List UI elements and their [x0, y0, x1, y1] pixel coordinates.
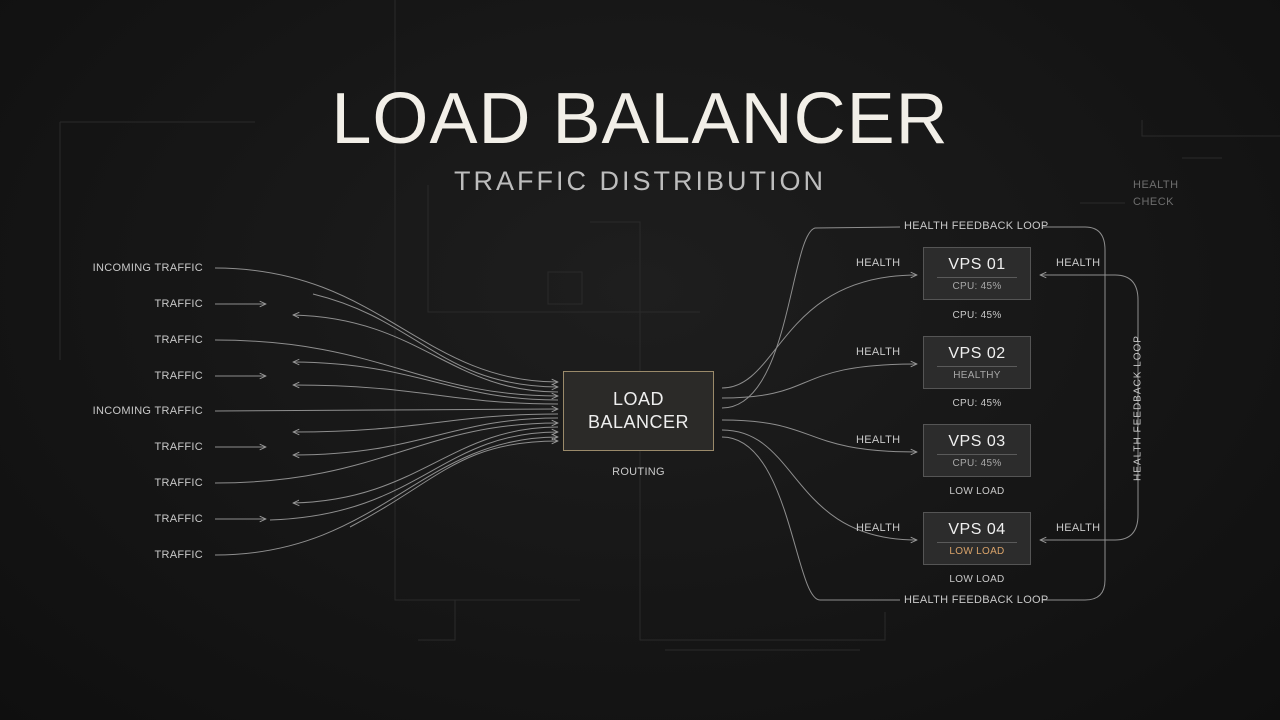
server-caption: LOW LOAD: [949, 486, 1005, 497]
server-status: CPU: 45%: [952, 458, 1002, 469]
health-label: HEALTH: [856, 434, 901, 446]
server-caption: CPU: 45%: [952, 398, 1002, 409]
health-label: HEALTH: [856, 522, 901, 534]
source-label: INCOMING TRAFFIC: [92, 262, 203, 274]
page-subtitle: TRAFFIC DISTRIBUTION: [454, 166, 826, 196]
source-label: TRAFFIC: [154, 477, 203, 489]
load-balancer-node[interactable]: LOAD BALANCER: [563, 371, 714, 451]
server-node-vps-02[interactable]: VPS 02 HEALTHY: [923, 336, 1031, 389]
server-name: VPS 03: [948, 433, 1006, 450]
health-check-line2: CHECK: [1133, 196, 1175, 208]
routing-caption: ROUTING: [612, 466, 665, 478]
source-label: TRAFFIC: [154, 549, 203, 561]
source-label: INCOMING TRAFFIC: [92, 405, 203, 417]
health-label: HEALTH: [856, 257, 901, 269]
divider: [937, 454, 1017, 455]
traffic-lines: [214, 267, 558, 556]
balancer-label-line2: BALANCER: [587, 412, 690, 432]
routing-lines: [721, 226, 917, 601]
feedback-loop-label-vertical: HEALTH FEEDBACK LOOP: [1132, 335, 1144, 481]
server-status: CPU: 45%: [952, 281, 1002, 292]
server-caption: CPU: 45%: [952, 310, 1002, 321]
server-node-vps-04[interactable]: VPS 04 LOW LOAD: [923, 512, 1031, 565]
health-check-line1: HEALTH: [1133, 179, 1179, 191]
background-grid: [59, 0, 1280, 651]
page-title: LOAD BALANCER: [331, 79, 949, 159]
health-label: HEALTH: [1056, 257, 1101, 269]
server-name: VPS 02: [948, 345, 1006, 362]
health-label: HEALTH: [1056, 522, 1101, 534]
divider: [937, 542, 1017, 543]
balancer-label-line1: LOAD: [612, 389, 665, 409]
source-label: TRAFFIC: [154, 334, 203, 346]
source-label: TRAFFIC: [154, 441, 203, 453]
server-status: HEALTHY: [953, 370, 1001, 381]
source-label: TRAFFIC: [154, 513, 203, 525]
health-check-note: HEALTH CHECK: [1133, 177, 1179, 211]
source-label: TRAFFIC: [154, 298, 203, 310]
feedback-loop-label-bottom: HEALTH FEEDBACK LOOP: [904, 594, 1049, 606]
feedback-loop: [1040, 226, 1139, 601]
divider: [937, 366, 1017, 367]
short-arrows: [215, 304, 266, 519]
server-name: VPS 01: [948, 256, 1006, 273]
feedback-loop-label-top: HEALTH FEEDBACK LOOP: [904, 220, 1049, 232]
server-caption: LOW LOAD: [949, 574, 1005, 585]
server-node-vps-03[interactable]: VPS 03 CPU: 45%: [923, 424, 1031, 477]
server-status: LOW LOAD: [949, 546, 1005, 557]
health-label: HEALTH: [856, 346, 901, 358]
server-name: VPS 04: [948, 521, 1006, 538]
divider: [937, 277, 1017, 278]
server-node-vps-01[interactable]: VPS 01 CPU: 45%: [923, 247, 1031, 300]
source-label: TRAFFIC: [154, 370, 203, 382]
